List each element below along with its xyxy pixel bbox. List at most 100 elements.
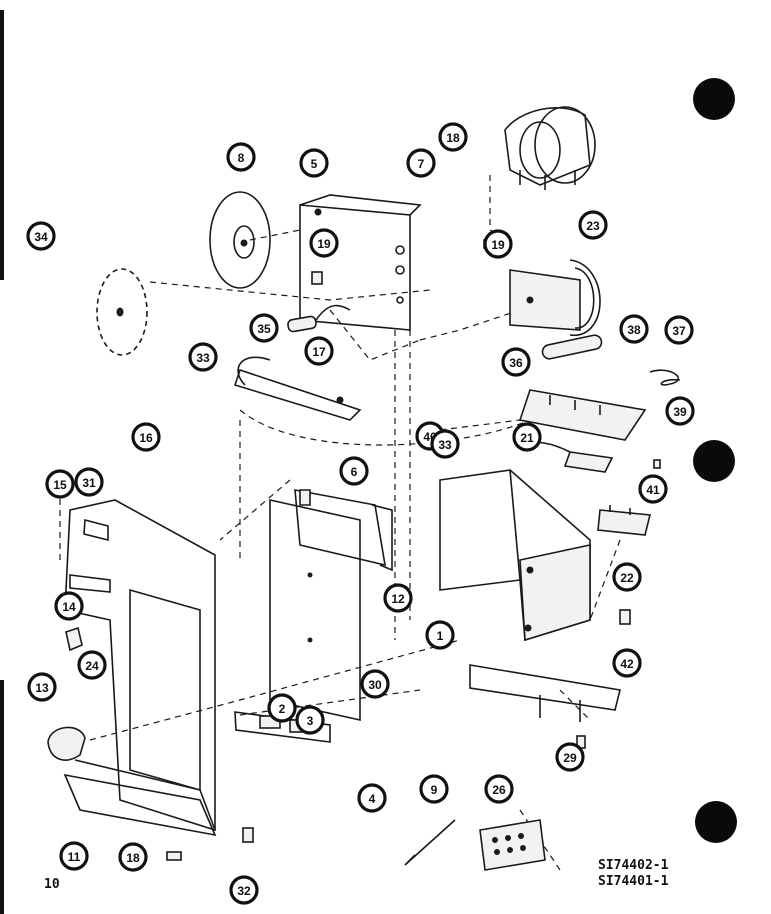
callout-label: 14 [62,600,76,614]
callout-2: 2 [267,693,297,723]
hole-punch-top [693,78,735,120]
callout-label: 39 [673,405,687,419]
callout-7: 7 [406,148,436,178]
callout-22: 22 [612,562,642,592]
callout-33: 33 [188,342,218,372]
callout-label: 2 [279,702,286,716]
callout-circle [383,583,413,613]
arm-bracket-part [233,356,362,421]
callout-label: 7 [418,157,425,171]
callout-3: 3 [295,705,325,735]
callout-circle [425,620,455,650]
callout-circle [267,693,297,723]
callout-circle [419,774,449,804]
callout-36: 36 [501,347,531,377]
callout-14: 14 [54,591,84,621]
callout-circle [304,336,334,366]
callout-4: 4 [357,783,387,813]
callout-label: 31 [82,476,96,490]
callout-41: 41 [638,474,668,504]
circuit-board-part [518,389,647,441]
callout-label: 26 [492,783,506,797]
terminal-block-part [479,819,546,871]
small-clip-parts [619,459,661,625]
callout-circle [295,705,325,735]
callout-label: 4 [369,792,376,806]
callout-label: 34 [34,230,48,244]
callout-label: 19 [317,237,331,251]
callout-18: 18 [118,842,148,872]
slide-rail-part [469,664,621,722]
callout-circle [665,396,695,426]
callout-24: 24 [77,650,107,680]
callout-1: 1 [425,620,455,650]
callout-circle [26,221,56,251]
callout-label: 18 [446,131,460,145]
tube-part [541,334,603,360]
callout-circle [249,313,279,343]
callout-label: 19 [491,238,505,252]
callout-label: 29 [563,751,577,765]
callout-circle [59,841,89,871]
callout-32: 32 [229,875,259,905]
callout-circle [309,228,339,258]
callout-31: 31 [74,467,104,497]
callout-21: 21 [512,422,542,452]
callout-label: 5 [311,157,318,171]
binding-edge-bottom [0,680,4,914]
callout-17: 17 [304,336,334,366]
callout-circle [27,672,57,702]
callout-circle [612,562,642,592]
hole-punch-middle [693,440,735,482]
callout-label: 22 [620,571,634,585]
callout-label: 3 [307,714,314,728]
fan-wheel-part [96,268,148,356]
callout-label: 37 [672,324,686,338]
drive-wheel-part [209,191,271,289]
hole-punch-bottom [695,801,737,843]
callout-circle [118,842,148,872]
callout-label: 21 [520,431,534,445]
callout-circle [612,648,642,678]
callout-label: 6 [351,465,358,479]
control-knob-part [47,726,86,761]
callout-circle [74,467,104,497]
door-panel-part [269,499,361,721]
callout-23: 23 [578,210,608,240]
callout-26: 26 [484,774,514,804]
screw-parts [311,239,497,285]
callout-16: 16 [131,422,161,452]
terminal-bracket-part [597,505,652,536]
callout-circle [77,650,107,680]
callout-label: 41 [646,483,660,497]
callout-circle [638,474,668,504]
callout-circle [339,456,369,486]
callout-circle [484,774,514,804]
chassis-box-part [439,469,591,642]
callout-19: 19 [483,229,513,259]
callout-37: 37 [664,315,694,345]
callout-label: 33 [438,438,452,452]
callout-15: 15 [45,469,75,499]
callout-circle [131,422,161,452]
binding-edge-top [0,10,4,280]
callout-circle [406,148,436,178]
callout-35: 35 [249,313,279,343]
callout-29: 29 [555,742,585,772]
callout-circle [45,469,75,499]
callout-30: 30 [360,669,390,699]
rail-assembly-part [294,489,393,572]
callout-8: 8 [226,142,256,172]
callout-6: 6 [339,456,369,486]
callout-circle [357,783,387,813]
reference-code-1: SI74402-1 [598,858,669,873]
callout-label: 18 [126,851,140,865]
mounting-bracket-part [299,194,422,331]
bottom-fastener-parts [166,827,254,861]
transformer-part [509,259,601,336]
callout-label: 42 [620,657,634,671]
callout-34: 34 [26,221,56,251]
reference-code-2: SI74401-1 [598,874,669,889]
